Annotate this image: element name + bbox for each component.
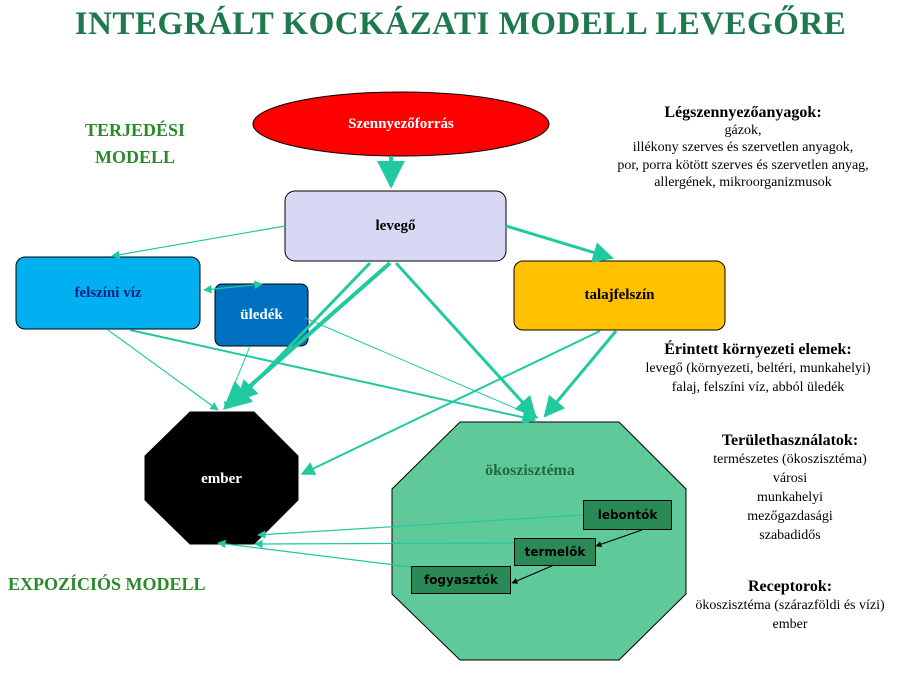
arrow-water-sediment <box>203 280 263 294</box>
land-use-info: Területhasználatok: természetes (ökoszis… <box>690 431 890 545</box>
exposure-model-label: EXPOZÍCIÓS MODELL <box>8 574 206 594</box>
consumers-box: fogyasztók <box>411 566 511 594</box>
arrow-water-to-ecosystem <box>129 329 537 425</box>
pollutants-line: illékony szerves és szervetlen anyagok, <box>632 140 854 155</box>
human-label: ember <box>201 470 242 487</box>
producers-box: termelők <box>514 538 596 566</box>
land-use-line: szabadidős <box>759 528 821 543</box>
receptors-info: Receptorok: ökoszisztéma (szárazföldi és… <box>660 577 920 634</box>
pollutants-line: gázok, <box>724 122 762 138</box>
arrow-decomposers-to-human <box>257 514 584 539</box>
human-octagon <box>144 411 299 545</box>
source-label: Szennyezőforrás <box>348 115 454 132</box>
land-use-line: munkahelyi <box>756 490 824 505</box>
arrow-consumers-to-human <box>217 539 412 568</box>
receptors-line: ember <box>772 617 808 632</box>
propagation-model-label-line2: MODELL <box>94 147 175 167</box>
arrow-sediment-to-ecosystem <box>304 317 539 419</box>
arrow-producers-to-human <box>254 539 515 549</box>
soil-box <box>513 260 726 331</box>
arrow-air-to-ecosystem <box>394 261 537 418</box>
arrow-air-to-human-2 <box>236 261 372 402</box>
land-use-heading: Területhasználatok: <box>721 432 859 449</box>
affected-elements-heading: Érintett környezeti elemek: <box>664 341 852 358</box>
page-title: INTEGRÁLT KOCKÁZATI MODELL LEVEGŐRE <box>74 6 847 42</box>
decomposers-box: lebontók <box>583 500 672 530</box>
pollutants-heading: Légszennyezőanyagok: <box>664 104 822 121</box>
affected-elements-info: Érintett környezeti elemek: levegő (körn… <box>598 340 918 397</box>
arrow-soil-to-ecosystem <box>543 330 618 418</box>
receptors-heading: Receptorok: <box>747 578 833 595</box>
propagation-model-label: TERJEDÉSI MODELL <box>55 117 215 171</box>
arrow-soil-to-human <box>300 330 601 475</box>
pollutants-line: allergének, mikroorganizmusok <box>654 175 832 190</box>
propagation-model-label-line1: TERJEDÉSI <box>84 120 186 140</box>
arrow-decomposers-to-producers <box>595 529 643 548</box>
arrow-producers-to-consumers <box>511 564 555 584</box>
pollutants-info: Légszennyezőanyagok: gázok, illékony sze… <box>560 104 921 192</box>
land-use-line: természetes (ökoszisztéma) <box>713 452 867 467</box>
pollutants-line: por, porra kötött szerves és szervetlen … <box>617 157 869 173</box>
receptors-line: ökoszisztéma (szárazföldi és vízi) <box>695 598 885 613</box>
land-use-line: mezőgazdasági <box>747 509 833 524</box>
source-ellipse <box>252 91 550 157</box>
surface-water-label: felszíni víz <box>74 284 142 301</box>
arrow-air-to-water <box>111 225 286 259</box>
sediment-label: üledék <box>240 306 283 323</box>
air-label: levegő <box>375 217 416 234</box>
land-use-line: városi <box>772 471 808 486</box>
soil-label: talajfelszín <box>584 287 655 303</box>
ecosystem-label: ökoszisztéma <box>485 462 575 479</box>
arrow-air-to-soil <box>505 224 615 263</box>
arrow-sediment-to-human <box>224 345 251 409</box>
affected-elements-line: falaj, felszíni víz, abból üledék <box>671 380 845 395</box>
surface-water-box <box>15 256 201 330</box>
arrow-water-to-human <box>107 329 219 411</box>
affected-elements-line: levegő (környezeti, beltéri, munkahelyi) <box>645 361 871 376</box>
